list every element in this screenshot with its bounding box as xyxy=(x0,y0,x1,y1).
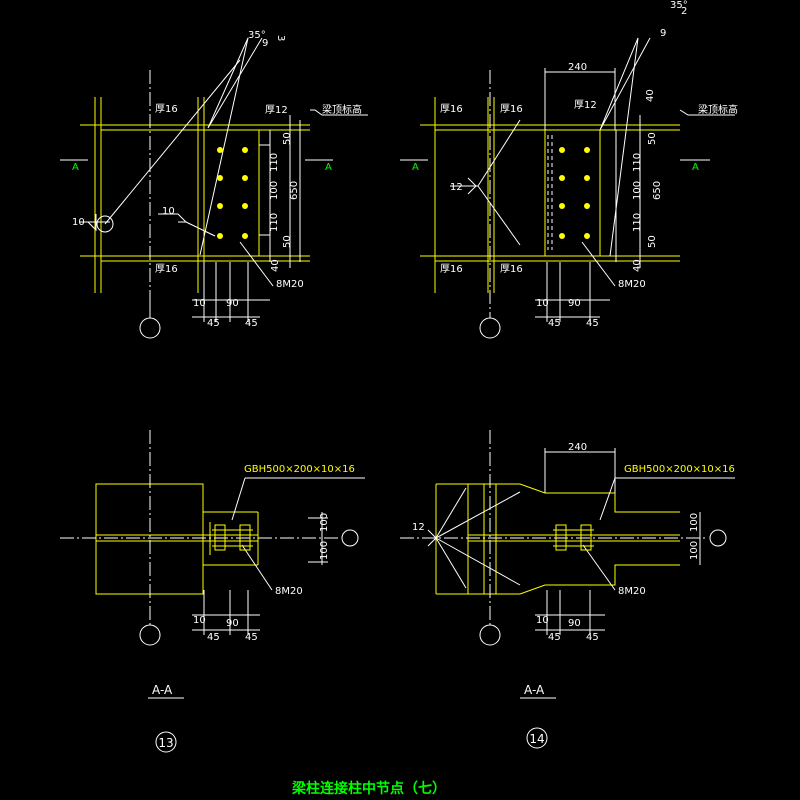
section-title-14: A-A xyxy=(524,683,545,697)
detail-number-14: 14 xyxy=(529,732,544,746)
dim-100-13a: 100 xyxy=(319,513,330,532)
section-mark-left: A xyxy=(72,162,79,173)
dim-240-14s: 240 xyxy=(568,442,587,453)
weld-label-12s: 12 xyxy=(412,522,425,533)
label-thk12: 厚12 xyxy=(265,104,288,116)
section-mark-right: A xyxy=(325,162,332,173)
detail14-section xyxy=(435,483,680,595)
dim-10-14s: 10 xyxy=(536,615,549,626)
label-thk12-14: 厚12 xyxy=(574,99,597,111)
label-thk16-14a: 厚16 xyxy=(440,103,463,115)
dim-45a: 45 xyxy=(207,318,220,329)
label-thk16-14d: 厚16 xyxy=(500,263,523,275)
detail13-elevation xyxy=(80,97,310,293)
weld-angle: 35° xyxy=(248,30,266,41)
dim-45-14sa: 45 xyxy=(548,632,561,643)
section-mark-14l: A xyxy=(412,162,419,173)
dim-45-13sb: 45 xyxy=(245,632,258,643)
label-thk16-bottom: 厚16 xyxy=(155,263,178,275)
dim-90-13s: 90 xyxy=(226,618,239,629)
weld-size-14: 9 xyxy=(660,28,666,39)
axis-bubble xyxy=(139,317,161,339)
dim-10-13s: 10 xyxy=(193,615,206,626)
detail14-bolts xyxy=(559,147,590,239)
dim-40-14a: 40 xyxy=(645,89,656,102)
bolt-label-14: 8M20 xyxy=(618,279,646,290)
detail13-bolts xyxy=(217,147,248,239)
section-mark-14r: A xyxy=(692,162,699,173)
dim-100-14sb: 100 xyxy=(689,541,700,560)
label-thk16-14b: 厚16 xyxy=(500,103,523,115)
dim-45-13sa: 45 xyxy=(207,632,220,643)
dim-100-14sa: 100 xyxy=(689,513,700,532)
beam-spec-14: GBH500×200×10×16 xyxy=(624,464,735,475)
dim-50-14a: 50 xyxy=(647,132,658,145)
dim-90-14: 90 xyxy=(568,298,581,309)
dim-110a: 110 xyxy=(269,153,280,172)
weld-size: 9 xyxy=(262,38,268,49)
dim-100-14: 100 xyxy=(632,181,643,200)
dim-45-14sb: 45 xyxy=(586,632,599,643)
dim-90-14s: 90 xyxy=(568,618,581,629)
label-beam-top-14: 梁顶标高 xyxy=(698,103,738,116)
label-thk16-14c: 厚16 xyxy=(440,263,463,275)
detail13-section-bolts xyxy=(212,524,253,551)
dim-45-14a: 45 xyxy=(548,318,561,329)
dim-45b: 45 xyxy=(245,318,258,329)
dim-40: 40 xyxy=(270,259,281,272)
detail-number-13: 13 xyxy=(158,736,173,750)
bolt-label: 8M20 xyxy=(276,279,304,290)
dim-650-14: 650 xyxy=(652,181,663,200)
drawing-title: 梁柱连接柱中节点（七） xyxy=(291,780,446,797)
dim-100: 100 xyxy=(269,181,280,200)
dim-110-14a: 110 xyxy=(632,153,643,172)
dim-40-14b: 40 xyxy=(632,259,643,272)
weld-label-10b: 10 xyxy=(162,206,175,217)
weld-angle-14: 35° xyxy=(670,0,688,11)
label-beam-top: 梁顶标高 xyxy=(322,103,362,116)
detail14-section-bolts xyxy=(553,524,594,551)
dim-10-14: 10 xyxy=(536,298,549,309)
weld-label-10a: 10 xyxy=(72,217,85,228)
dim-110b: 110 xyxy=(269,213,280,232)
detail14-elevation xyxy=(420,97,680,293)
dim-10: 10 xyxy=(193,298,206,309)
dim-90: 90 xyxy=(226,298,239,309)
weld-gap-14: 2 xyxy=(681,6,687,17)
dim-100-13b: 100 xyxy=(319,541,330,560)
weld-label-12: 12 xyxy=(450,182,463,193)
dim-50-14b: 50 xyxy=(647,235,658,248)
section-title-13: A-A xyxy=(152,683,173,697)
dim-50b: 50 xyxy=(282,235,293,248)
label-thk16-top: 厚16 xyxy=(155,103,178,115)
beam-spec-13: GBH500×200×10×16 xyxy=(244,464,355,475)
dim-45-14b: 45 xyxy=(586,318,599,329)
dim-240-14: 240 xyxy=(568,62,587,73)
dim-50a: 50 xyxy=(282,132,293,145)
detail13-section xyxy=(95,483,259,595)
bolt-label-13s: 8M20 xyxy=(275,586,303,597)
dim-110-14b: 110 xyxy=(632,213,643,232)
dim-650: 650 xyxy=(289,181,300,200)
weld-gap: 3 xyxy=(275,35,286,41)
bolt-label-14s: 8M20 xyxy=(618,586,646,597)
end-plate xyxy=(203,129,260,257)
